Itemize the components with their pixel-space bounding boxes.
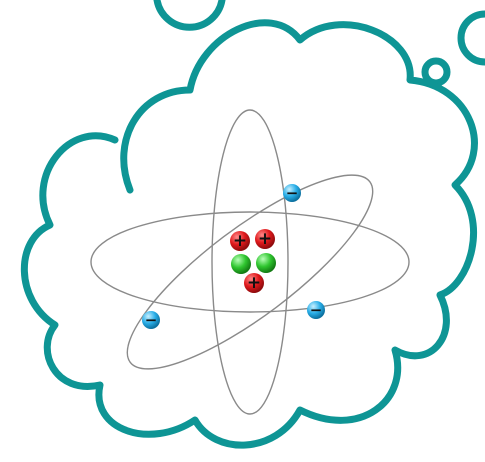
neutron-left bbox=[231, 254, 251, 274]
thought-trail-circle-top bbox=[157, 0, 222, 27]
proton-top-left-sign: + bbox=[233, 231, 247, 251]
neutron-right bbox=[256, 253, 276, 273]
nucleus: + + + bbox=[230, 229, 276, 293]
thought-trail-circle-small bbox=[425, 61, 447, 83]
electron-top-sign: − bbox=[286, 184, 299, 202]
thought-trail-circle-right bbox=[461, 14, 485, 62]
thought-cloud-outline bbox=[24, 23, 474, 445]
proton-top-right-sign: + bbox=[258, 229, 272, 249]
electron-left-sign: − bbox=[145, 311, 158, 329]
electrons: − − − bbox=[142, 184, 325, 329]
electron-right-sign: − bbox=[310, 301, 323, 319]
orbit-tilted bbox=[104, 147, 397, 398]
proton-bottom-sign: + bbox=[247, 273, 261, 293]
